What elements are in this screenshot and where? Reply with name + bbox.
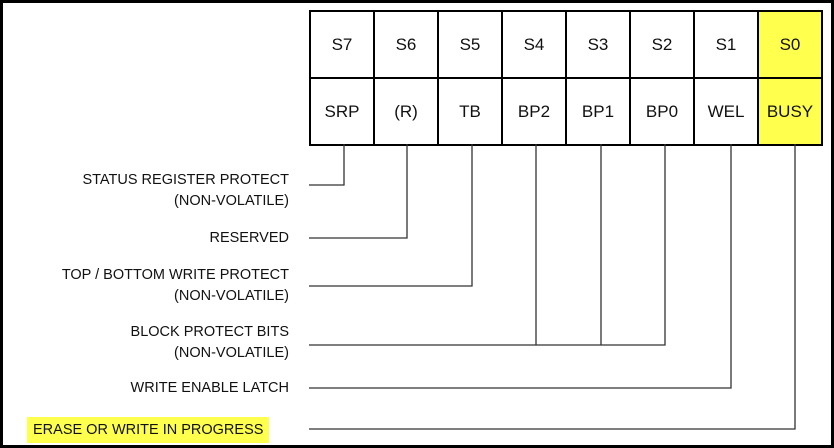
label-bp-line2: (NON-VOLATILE) bbox=[174, 345, 289, 361]
label-reserved: RESERVED bbox=[209, 228, 289, 249]
name-cell-bp0: BP0 bbox=[629, 77, 695, 146]
bit-cell-s5: S5 bbox=[437, 10, 503, 79]
label-bp-line1: BLOCK PROTECT BITS bbox=[130, 324, 289, 340]
label-srp-line1: STATUS REGISTER PROTECT bbox=[82, 172, 289, 188]
status-register-table: S7 S6 S5 S4 S3 S2 S1 S0 SRP (R) TB BP2 B… bbox=[309, 10, 823, 146]
name-cell-tb: TB bbox=[437, 77, 503, 146]
label-erase-or-write-in-progress: ERASE OR WRITE IN PROGRESS bbox=[27, 417, 270, 443]
bit-cell-s7: S7 bbox=[309, 10, 375, 79]
connector-bp bbox=[309, 144, 666, 346]
name-cell-srp: SRP bbox=[309, 77, 375, 146]
connector-busy bbox=[309, 144, 796, 430]
label-top-bottom-write-protect: TOP / BOTTOM WRITE PROTECT (NON-VOLATILE… bbox=[62, 265, 289, 307]
connector-wel bbox=[309, 144, 732, 389]
label-status-register-protect: STATUS REGISTER PROTECT (NON-VOLATILE) bbox=[82, 170, 289, 212]
bit-cell-s0: S0 bbox=[757, 10, 823, 79]
bit-name-row: SRP (R) TB BP2 BP1 BP0 WEL BUSY bbox=[309, 77, 823, 146]
bit-cell-s6: S6 bbox=[373, 10, 439, 79]
name-cell-bp2: BP2 bbox=[501, 77, 567, 146]
name-cell-wel: WEL bbox=[693, 77, 759, 146]
bit-number-row: S7 S6 S5 S4 S3 S2 S1 S0 bbox=[309, 10, 823, 79]
label-reserved-text: RESERVED bbox=[209, 230, 289, 246]
label-tb-line2: (NON-VOLATILE) bbox=[174, 288, 289, 304]
connector-tb bbox=[309, 144, 473, 287]
name-cell-busy: BUSY bbox=[757, 77, 823, 146]
label-write-enable-latch: WRITE ENABLE LATCH bbox=[131, 378, 289, 399]
label-srp-line2: (NON-VOLATILE) bbox=[174, 193, 289, 209]
bit-cell-s2: S2 bbox=[629, 10, 695, 79]
connector-srp bbox=[309, 144, 345, 186]
label-block-protect-bits: BLOCK PROTECT BITS (NON-VOLATILE) bbox=[131, 322, 289, 364]
label-wel-text: WRITE ENABLE LATCH bbox=[130, 380, 289, 396]
connector-reserved bbox=[309, 144, 408, 239]
name-cell-reserved: (R) bbox=[373, 77, 439, 146]
bit-cell-s1: S1 bbox=[693, 10, 759, 79]
bit-cell-s4: S4 bbox=[501, 10, 567, 79]
label-tb-line1: TOP / BOTTOM WRITE PROTECT bbox=[61, 267, 289, 283]
name-cell-bp1: BP1 bbox=[565, 77, 631, 146]
bit-cell-s3: S3 bbox=[565, 10, 631, 79]
